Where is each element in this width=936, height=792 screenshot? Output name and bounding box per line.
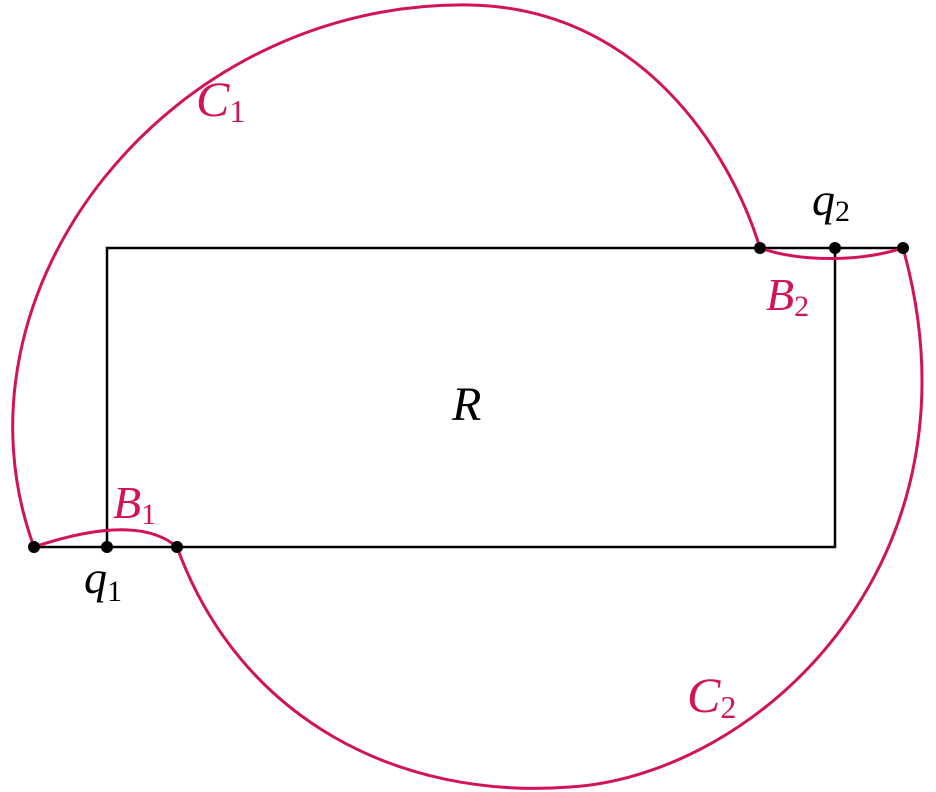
point-b1-end (171, 541, 183, 553)
point-q2 (829, 242, 841, 254)
label-c2: C2 (687, 667, 736, 725)
point-b2-start (754, 242, 766, 254)
rectangle-outline (105, 246, 837, 549)
curves (11, 3, 924, 790)
point-left-end (28, 541, 40, 553)
points (28, 242, 909, 553)
label-r: R (451, 378, 481, 431)
label-b2: B2 (766, 269, 809, 323)
curve-c2 (175, 247, 924, 790)
point-q1 (101, 541, 113, 553)
label-b1: B1 (113, 477, 156, 531)
curve-b1 (33, 528, 178, 549)
label-q2: q2 (812, 174, 850, 228)
point-right-end (897, 242, 909, 254)
rectangle-r (34, 246, 903, 549)
label-c1: C1 (196, 71, 245, 129)
label-q1: q1 (84, 552, 122, 608)
curve-c1 (11, 3, 762, 548)
curve-b2 (759, 246, 904, 260)
